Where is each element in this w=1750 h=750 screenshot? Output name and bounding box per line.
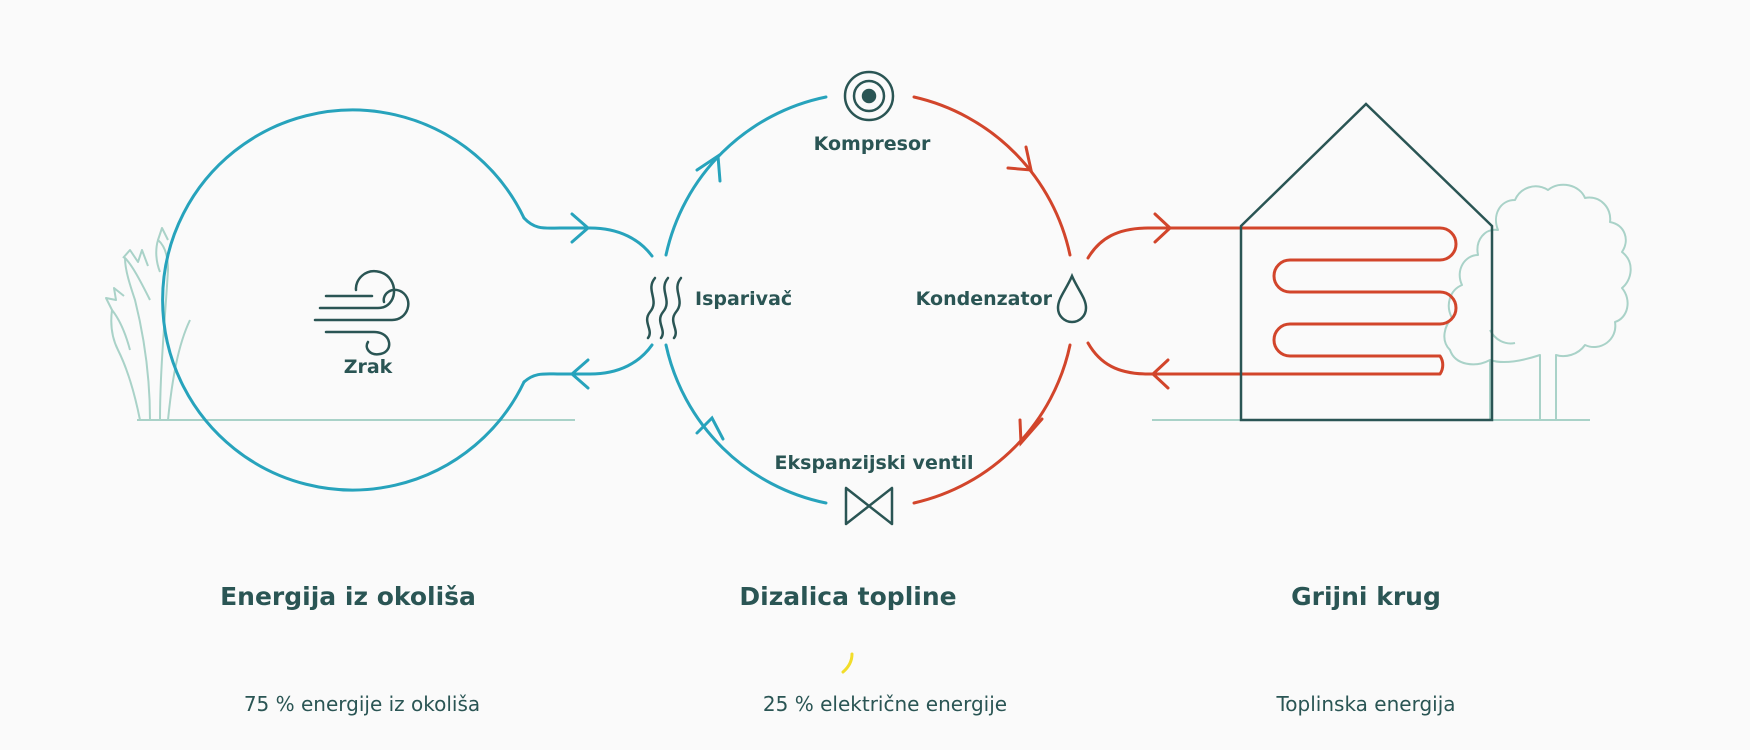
condenser-label: Kondenzator bbox=[915, 288, 1052, 310]
house-icon bbox=[1239, 102, 1494, 422]
evaporator-label: Isparivač bbox=[695, 288, 793, 310]
energy-bar bbox=[153, 647, 1577, 674]
ambient-loop bbox=[161, 108, 654, 492]
section-title-heating-circuit: Grijni krug bbox=[1291, 582, 1441, 611]
wind-icon bbox=[313, 269, 410, 356]
heating-loop bbox=[1086, 212, 1458, 390]
cold-refrigerant-arc bbox=[664, 95, 828, 505]
hot-refrigerant-arc bbox=[912, 95, 1072, 505]
heat-waves-icon bbox=[645, 276, 683, 340]
caption-thermal: Toplinska energija bbox=[1276, 692, 1456, 716]
section-title-heat-pump: Dizalica topline bbox=[739, 582, 957, 611]
electric-input-line bbox=[841, 652, 854, 674]
caption-electric: 25 % električne energije bbox=[762, 692, 1008, 716]
tree-icon bbox=[1443, 183, 1632, 420]
valve-icon bbox=[844, 486, 894, 526]
drop-icon bbox=[1056, 272, 1088, 324]
section-title-environment: Energija iz okoliša bbox=[220, 582, 476, 611]
air-label: Zrak bbox=[343, 356, 393, 378]
caption-environment: 75 % energije iz okoliša bbox=[243, 692, 481, 716]
concentric-circles-icon bbox=[843, 70, 895, 122]
expansion-valve-label: Ekspanzijski ventil bbox=[774, 452, 974, 474]
compressor-label: Kompresor bbox=[813, 133, 931, 155]
grass-plant-icon bbox=[105, 227, 191, 421]
